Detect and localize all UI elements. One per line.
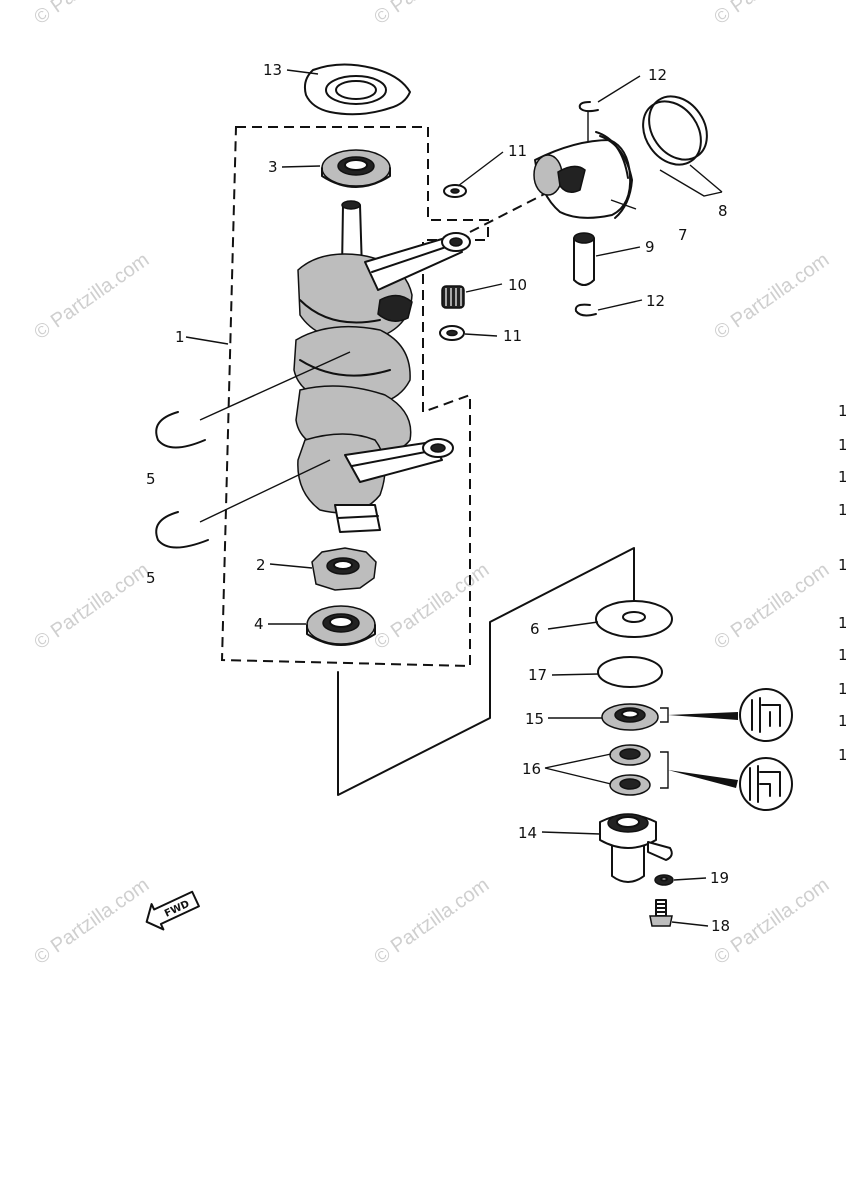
part-16-oil-seal-upper <box>609 744 651 766</box>
edge-mark: 1 <box>838 402 846 420</box>
callout-19: 19 <box>710 869 729 887</box>
edge-mark: 1 <box>838 436 846 454</box>
part-7-piston <box>533 131 633 219</box>
edge-mark: 1 <box>838 556 846 574</box>
callout-17: 17 <box>528 666 547 684</box>
leader-line <box>199 459 331 523</box>
callout-11b: 11 <box>503 327 522 345</box>
watermark: © Partzilla.com <box>710 0 833 29</box>
part-4-bottom-bearing <box>306 605 376 646</box>
leader-line <box>199 351 351 421</box>
callout-15: 15 <box>525 710 544 728</box>
edge-mark: 1 <box>838 712 846 730</box>
part-8-piston-rings <box>642 95 723 197</box>
callout-12b: 12 <box>646 292 665 310</box>
upper-connecting-rod <box>364 232 471 322</box>
edge-mark: 1 <box>838 746 846 764</box>
callout-7: 7 <box>678 226 688 244</box>
seal-orientation-detail-15 <box>660 688 793 742</box>
watermark: © Partzilla.com <box>30 559 153 654</box>
part-12-clip-upper <box>578 101 599 142</box>
watermark: © Partzilla.com <box>370 559 493 654</box>
callout-11a: 11 <box>508 142 527 160</box>
part-17-o-ring <box>597 656 663 688</box>
callout-14: 14 <box>518 824 537 842</box>
part-18-bolt <box>649 899 673 927</box>
callout-labels: 13 3 1 5 5 2 4 11 11 10 12 12 7 8 9 6 17… <box>146 61 730 935</box>
callout-13: 13 <box>263 61 282 79</box>
piston-axis-line <box>469 181 569 233</box>
part-5-seal-ring-lower <box>155 511 209 549</box>
truncated-parts-list: 1 1 1 1 1 1 1 1 1 1 <box>838 402 846 764</box>
watermark: © Partzilla.com <box>710 249 833 344</box>
seal-orientation-detail-16 <box>660 751 793 811</box>
watermark: © Partzilla.com <box>710 559 833 654</box>
crankshaft <box>293 200 413 533</box>
edge-mark: 1 <box>838 468 846 486</box>
callout-12a: 12 <box>648 66 667 84</box>
part-11-washer-lower <box>439 325 465 341</box>
edge-mark: 1 <box>838 646 846 664</box>
callout-9: 9 <box>645 238 655 256</box>
part-16-oil-seal-lower <box>609 774 651 796</box>
callout-leaders <box>185 69 709 927</box>
callout-16: 16 <box>522 760 541 778</box>
part-5-seal-ring-upper <box>155 411 206 449</box>
callout-1: 1 <box>175 328 185 346</box>
edge-mark: 1 <box>838 501 846 519</box>
part-19-washer <box>654 874 674 886</box>
edge-mark: 1 <box>838 614 846 632</box>
part-15-oil-seal <box>601 703 659 731</box>
callout-8: 8 <box>718 202 728 220</box>
part-9-piston-pin <box>573 232 595 286</box>
part-3-top-bearing <box>321 149 391 188</box>
callout-18: 18 <box>711 917 730 935</box>
callout-4: 4 <box>254 615 264 633</box>
part-11-washer-upper <box>443 184 467 198</box>
callout-5b: 5 <box>146 569 156 587</box>
assembly-connector-line <box>337 547 635 796</box>
callout-10: 10 <box>508 276 527 294</box>
watermark: © Partzilla.com <box>370 874 493 969</box>
watermark: © Partzilla.com <box>30 0 153 29</box>
callout-6: 6 <box>530 620 540 638</box>
watermark: © Partzilla.com <box>30 874 153 969</box>
part-13-gasket <box>303 63 411 116</box>
watermark: © Partzilla.com <box>30 249 153 344</box>
callout-3: 3 <box>268 158 278 176</box>
lower-connecting-rod <box>344 438 454 483</box>
edge-mark: 1 <box>838 680 846 698</box>
callout-5a: 5 <box>146 470 156 488</box>
callout-2: 2 <box>256 556 266 574</box>
part-12-clip-lower <box>574 303 597 317</box>
watermark: © Partzilla.com <box>370 0 493 29</box>
part-2-gear <box>311 547 377 591</box>
part-14-seal-housing <box>599 813 673 883</box>
part-10-needle-bearing <box>441 285 465 309</box>
part-6-thrust-washer <box>595 600 673 638</box>
